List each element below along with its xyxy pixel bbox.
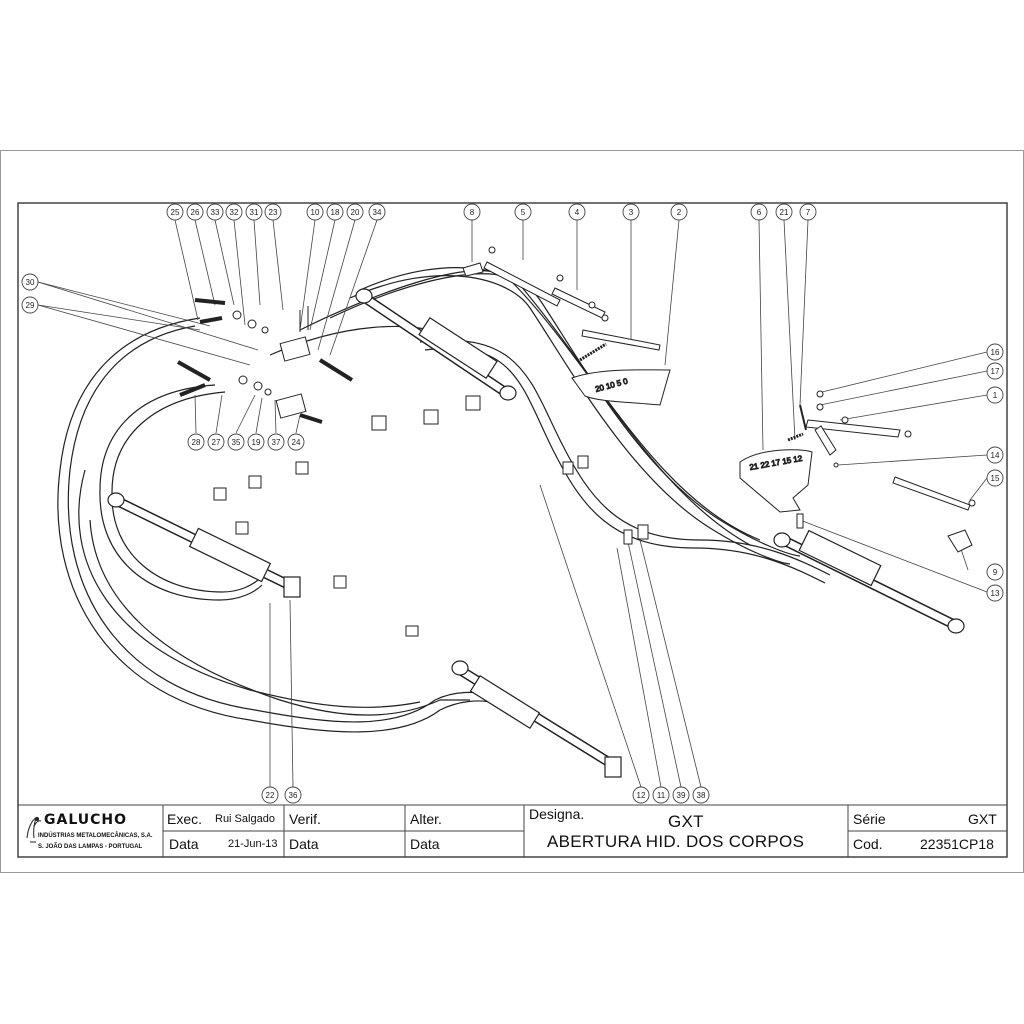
callout-14: 14 (991, 451, 1000, 460)
callout-39: 39 (677, 791, 686, 800)
title-block-grid (17, 804, 1008, 858)
callout-11: 11 (657, 791, 666, 800)
leader-lines (37, 219, 988, 788)
callout-21: 21 (780, 208, 789, 217)
callout-10: 10 (311, 208, 320, 217)
company-line-2: S. JOÃO DAS LAMPAS - PORTUGAL (38, 844, 143, 850)
exec-date-value: 21-Jun-13 (228, 838, 278, 850)
callout-29: 29 (26, 301, 35, 310)
callout-8: 8 (470, 208, 475, 217)
callout-26: 26 (191, 208, 200, 217)
linkage-assembly: 20 10 5 0 (462, 246, 671, 406)
right-linkage-assembly: 21 22 17 15 12 (739, 390, 976, 553)
alter-label: Alter. (410, 811, 442, 827)
verif-label: Verif. (289, 811, 321, 827)
company-logo-mark (26, 817, 42, 843)
exec-date-label: Data (169, 836, 199, 852)
callout-2: 2 (677, 208, 682, 217)
callout-1: 1 (993, 391, 998, 400)
company-logo-text: GALUCHO (44, 812, 128, 828)
callout-12: 12 (637, 791, 646, 800)
callout-28: 28 (192, 438, 201, 447)
callout-20: 20 (351, 208, 360, 217)
callout-15: 15 (991, 474, 1000, 483)
serie-label: Série (853, 811, 886, 827)
serie-value: GXT (968, 811, 997, 827)
callout-4: 4 (575, 208, 580, 217)
callout-22: 22 (266, 791, 275, 800)
drawing-title: ABERTURA HID. DOS CORPOS (547, 832, 805, 851)
callout-33: 33 (211, 208, 220, 217)
callout-31: 31 (250, 208, 259, 217)
callout-3: 3 (629, 208, 634, 217)
cod-label: Cod. (853, 836, 883, 852)
hydraulic-cylinder-right (773, 529, 965, 634)
callout-5: 5 (521, 208, 526, 217)
callout-30: 30 (26, 278, 35, 287)
callout-27: 27 (212, 438, 221, 447)
designa-label: Designa. (529, 806, 585, 822)
valve-blocks (177, 298, 354, 424)
exec-label: Exec. (167, 811, 203, 827)
hydraulic-cylinder-bottom (451, 660, 622, 778)
company-line-1: INDÚSTRIAS METALOMECÂNICAS, S.A. (38, 833, 153, 839)
callout-16: 16 (991, 348, 1000, 357)
callout-6: 6 (757, 208, 762, 217)
callout-25: 25 (171, 208, 180, 217)
verif-date-label: Data (289, 836, 319, 852)
hydraulic-hoses (57, 267, 831, 733)
hose-clamps (213, 395, 649, 637)
outer-border (0, 150, 1024, 873)
designa-model: GXT (668, 812, 704, 831)
callout-38: 38 (697, 791, 706, 800)
callout-13: 13 (991, 589, 1000, 598)
callout-bubbles: 25 26 33 32 31 23 10 18 20 34 8 5 4 3 2 … (21, 203, 1004, 804)
callout-19: 19 (252, 438, 261, 447)
callout-32: 32 (230, 208, 239, 217)
callout-36: 36 (289, 791, 298, 800)
callout-7: 7 (806, 208, 811, 217)
cod-value: 22351CP18 (920, 836, 994, 852)
callout-37: 37 (272, 438, 281, 447)
callout-23: 23 (269, 208, 278, 217)
exec-value: Rui Salgado (215, 813, 275, 825)
callout-35: 35 (232, 438, 241, 447)
callout-34: 34 (373, 208, 382, 217)
callout-17: 17 (991, 367, 1000, 376)
callout-9: 9 (993, 568, 998, 577)
callout-18: 18 (331, 208, 340, 217)
alter-date-label: Data (410, 836, 440, 852)
callout-24: 24 (292, 438, 301, 447)
hydraulic-cylinder-left (107, 492, 301, 598)
hydraulic-cylinder-top (355, 288, 517, 401)
